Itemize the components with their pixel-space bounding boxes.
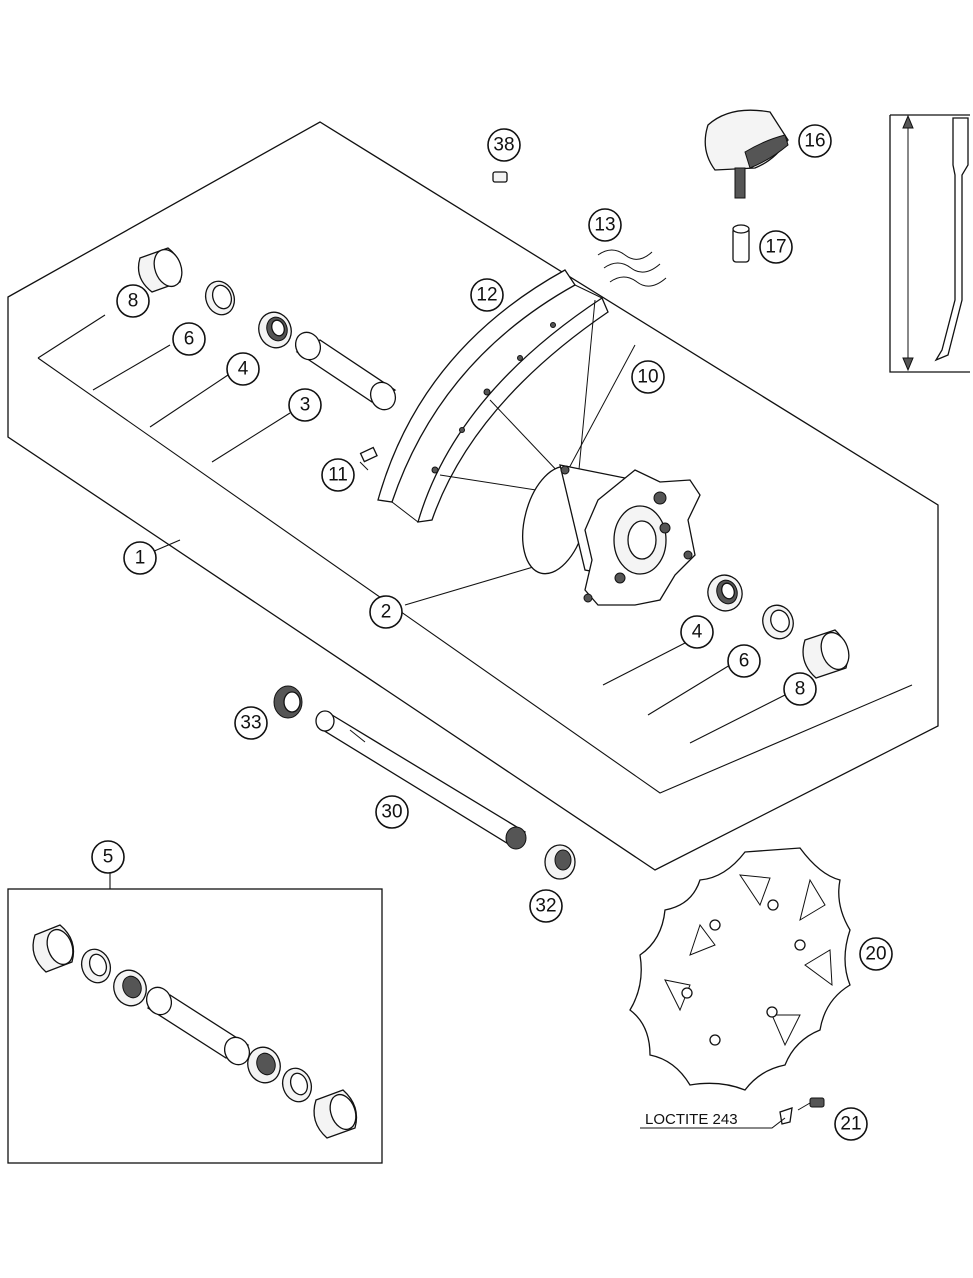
svg-text:1: 1 — [135, 548, 146, 569]
svg-text:30: 30 — [381, 802, 402, 823]
leader-6a — [92, 344, 171, 391]
collar-bush-32 — [544, 844, 576, 880]
valve-nut-17 — [732, 224, 750, 263]
callout-8-left: 8 — [116, 284, 150, 318]
brake-disc-20 — [629, 847, 851, 1091]
callout-11: 11 — [321, 458, 355, 492]
disc-screw-21 — [779, 1097, 825, 1125]
callout-6-right: 6 — [727, 644, 761, 678]
hub-2 — [522, 464, 701, 606]
leader-8b — [689, 694, 786, 744]
callout-16: 16 — [798, 124, 832, 158]
loctite-note: LOCTITE 243 — [640, 1111, 786, 1129]
callout-6-left: 6 — [172, 322, 206, 356]
callout-2: 2 — [369, 595, 403, 629]
svg-text:4: 4 — [692, 622, 703, 643]
svg-text:32: 32 — [535, 896, 556, 917]
svg-text:17: 17 — [765, 237, 786, 258]
seal-6-right — [762, 604, 794, 640]
leader-4b — [602, 642, 686, 686]
callout-38: 38 — [487, 128, 521, 162]
svg-text:21: 21 — [840, 1114, 861, 1135]
callout-33: 33 — [234, 706, 268, 740]
assembly-frame-1 — [7, 121, 939, 871]
distance-sleeve-3 — [294, 331, 397, 411]
bearing-4-left — [258, 311, 292, 349]
svg-text:4: 4 — [238, 359, 249, 380]
svg-text:16: 16 — [804, 131, 825, 152]
spacer-leaders — [37, 314, 106, 359]
callout-1: 1 — [123, 541, 157, 575]
svg-text:8: 8 — [128, 291, 139, 312]
svg-text:3: 3 — [300, 395, 311, 416]
svg-text:20: 20 — [865, 944, 886, 965]
svg-text:6: 6 — [739, 651, 750, 672]
svg-text:33: 33 — [240, 713, 261, 734]
rim-tape-13 — [597, 249, 667, 287]
spacer-8-left — [137, 247, 183, 293]
callout-30: 30 — [375, 795, 409, 829]
spokes-10 — [439, 299, 636, 501]
callout-20: 20 — [859, 937, 893, 971]
hub-frame-lines — [37, 357, 913, 794]
callout-10: 10 — [631, 360, 665, 394]
svg-text:6: 6 — [184, 329, 195, 350]
svg-text:5: 5 — [103, 847, 114, 868]
seal-6-left — [204, 280, 236, 316]
callout-4-left: 4 — [226, 352, 260, 386]
svg-text:11: 11 — [328, 465, 348, 486]
wheel-axle-30 — [315, 710, 527, 850]
screw-11 — [359, 446, 378, 471]
callout-21: 21 — [834, 1107, 868, 1141]
leader-2 — [404, 564, 541, 606]
leader-4a — [149, 374, 229, 428]
svg-text:38: 38 — [493, 135, 514, 156]
bearing-4-right — [707, 574, 743, 612]
rim-12 — [377, 269, 609, 523]
spacer-8-right — [802, 629, 850, 679]
loctite-label: LOCTITE 243 — [645, 1111, 738, 1128]
callout-13: 13 — [588, 208, 622, 242]
valve-cap-16 — [704, 109, 789, 199]
callout-3: 3 — [288, 388, 322, 422]
leader-6b — [647, 664, 731, 716]
svg-text:8: 8 — [795, 679, 806, 700]
callout-32: 32 — [529, 889, 563, 923]
callout-17: 17 — [759, 230, 793, 264]
plug-38 — [492, 171, 508, 183]
svg-text:10: 10 — [637, 367, 658, 388]
svg-text:2: 2 — [381, 602, 392, 623]
svg-text:13: 13 — [594, 215, 615, 236]
callout-4-right: 4 — [680, 615, 714, 649]
bearing-kit-5 — [7, 873, 383, 1164]
callout-12: 12 — [470, 278, 504, 312]
callout-8-right: 8 — [783, 672, 817, 706]
svg-text:12: 12 — [476, 285, 497, 306]
collar-nut-33 — [273, 685, 303, 719]
callout-5: 5 — [91, 840, 125, 874]
spoke-length-detail — [889, 114, 970, 373]
leader-3 — [211, 412, 291, 463]
